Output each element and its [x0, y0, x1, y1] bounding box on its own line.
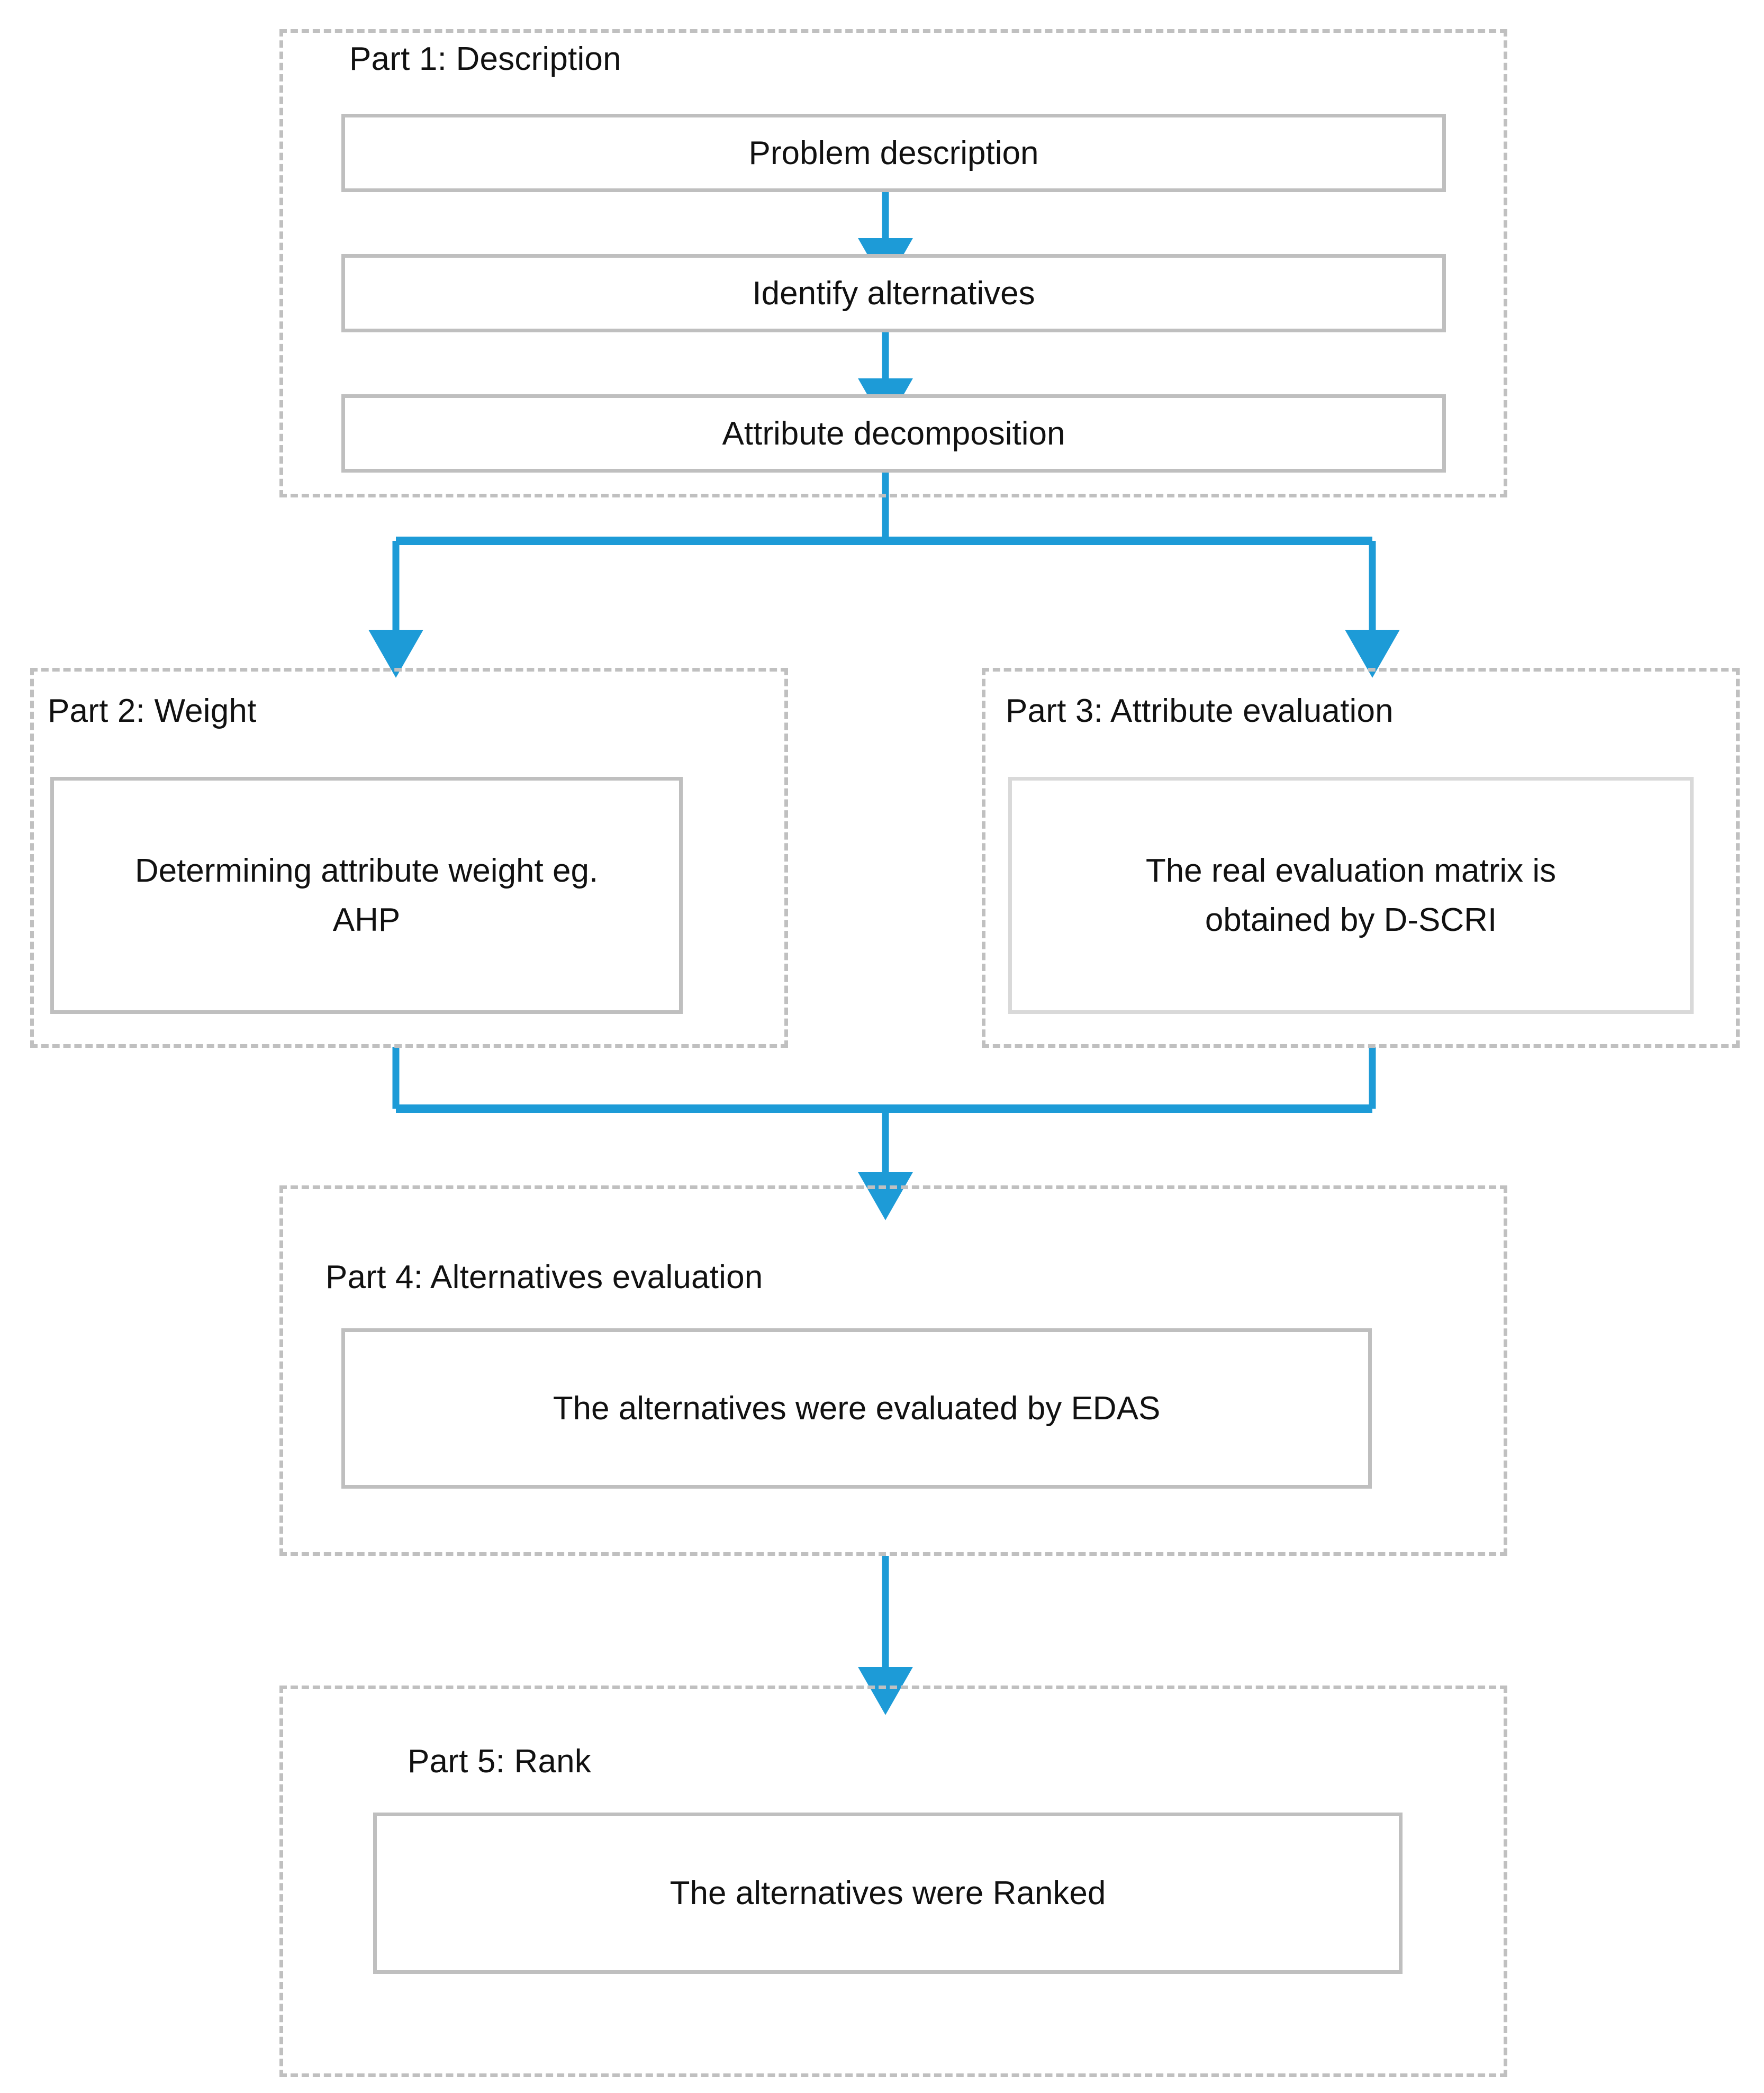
- part-title-part5: Part 5: Rank: [408, 1743, 592, 1780]
- part-container-part4: [279, 1185, 1507, 1556]
- node-label-real-evaluation-matrix: The real evaluation matrix is obtained b…: [1145, 853, 1557, 938]
- part-title-part1: Part 1: Description: [349, 41, 621, 77]
- part-container-part1: [279, 29, 1507, 497]
- node-attribute-decomposition[interactable]: Attribute decomposition: [341, 394, 1446, 473]
- node-determining-attribute-weight[interactable]: Determining attribute weight eg. AHP: [50, 777, 683, 1014]
- edge-merge-to-part4: [396, 1104, 1372, 1220]
- node-label-problem-description: Problem description: [748, 134, 1039, 171]
- part-container-part5: [279, 1686, 1507, 2077]
- node-alternatives-evaluated-edas[interactable]: The alternatives were evaluated by EDAS: [341, 1328, 1372, 1489]
- node-label-identify-alternatives: Identify alternatives: [752, 275, 1035, 312]
- node-problem-description[interactable]: Problem description: [341, 114, 1446, 192]
- node-label-alternatives-evaluated-edas: The alternatives were evaluated by EDAS: [553, 1390, 1161, 1427]
- node-identify-alternatives[interactable]: Identify alternatives: [341, 254, 1446, 332]
- part-title-part3: Part 3: Attribute evaluation: [1006, 693, 1394, 729]
- node-real-evaluation-matrix[interactable]: The real evaluation matrix is obtained b…: [1008, 777, 1694, 1014]
- node-alternatives-ranked[interactable]: The alternatives were Ranked: [373, 1813, 1403, 1974]
- part-container-part3: [982, 668, 1740, 1048]
- part-container-part2: [30, 668, 788, 1048]
- part-title-part4: Part 4: Alternatives evaluation: [325, 1259, 763, 1295]
- node-label-alternatives-ranked: The alternatives were Ranked: [670, 1875, 1106, 1911]
- node-label-attribute-decomposition: Attribute decomposition: [722, 415, 1065, 452]
- node-label-determining-attribute-weight: Determining attribute weight eg. AHP: [134, 853, 599, 938]
- part-title-part2: Part 2: Weight: [48, 693, 257, 729]
